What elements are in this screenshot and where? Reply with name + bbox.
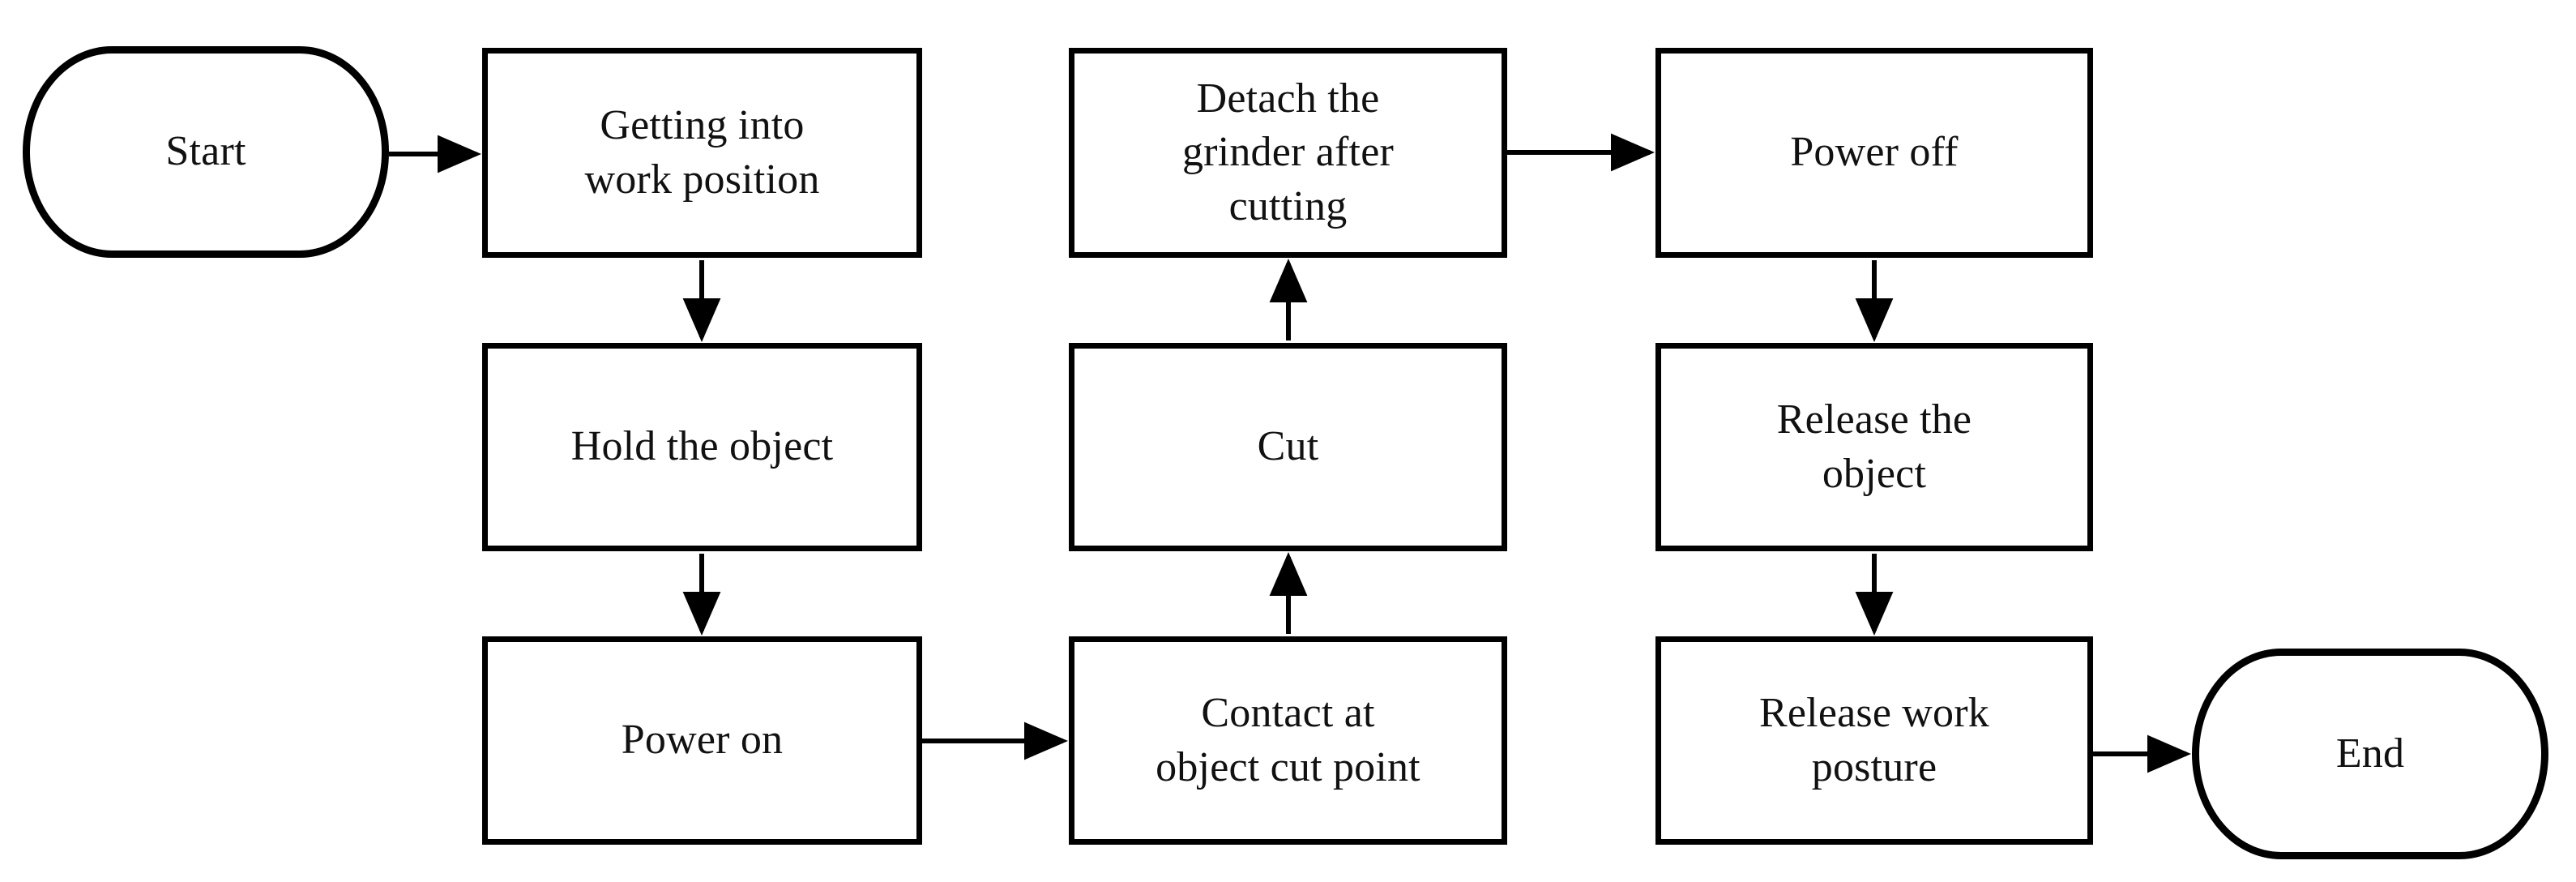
flow-node-label-power_off: Power off (1790, 129, 1959, 176)
flow-node-label-contact: Contact at object cut point (1156, 689, 1420, 790)
flow-node-label-release_obj: Release the object (1776, 396, 1972, 497)
flow-node-label-release_post: Release work posture (1759, 689, 1989, 790)
flow-node-end[interactable]: End (2192, 649, 2548, 859)
flow-node-label-cut: Cut (1257, 423, 1319, 470)
flow-node-label-detach: Detach the grinder after cutting (1181, 75, 1394, 229)
flow-node-power_on[interactable]: Power on (482, 636, 922, 845)
flow-node-hold[interactable]: Hold the object (482, 343, 922, 551)
flow-node-label-end: End (2335, 730, 2405, 777)
flow-node-contact[interactable]: Contact at object cut point (1069, 636, 1507, 845)
flow-node-power_off[interactable]: Power off (1655, 48, 2093, 258)
flow-node-label-work_pos: Getting into work position (584, 101, 820, 203)
flow-node-release_obj[interactable]: Release the object (1655, 343, 2093, 551)
flow-node-label-power_on: Power on (621, 717, 784, 764)
flow-node-label-hold: Hold the object (570, 423, 834, 470)
flow-node-work_pos[interactable]: Getting into work position (482, 48, 922, 258)
flow-node-start[interactable]: Start (23, 46, 389, 258)
flow-node-label-start: Start (165, 128, 246, 175)
flow-node-release_post[interactable]: Release work posture (1655, 636, 2093, 845)
flow-node-detach[interactable]: Detach the grinder after cutting (1069, 48, 1507, 258)
flow-node-cut[interactable]: Cut (1069, 343, 1507, 551)
